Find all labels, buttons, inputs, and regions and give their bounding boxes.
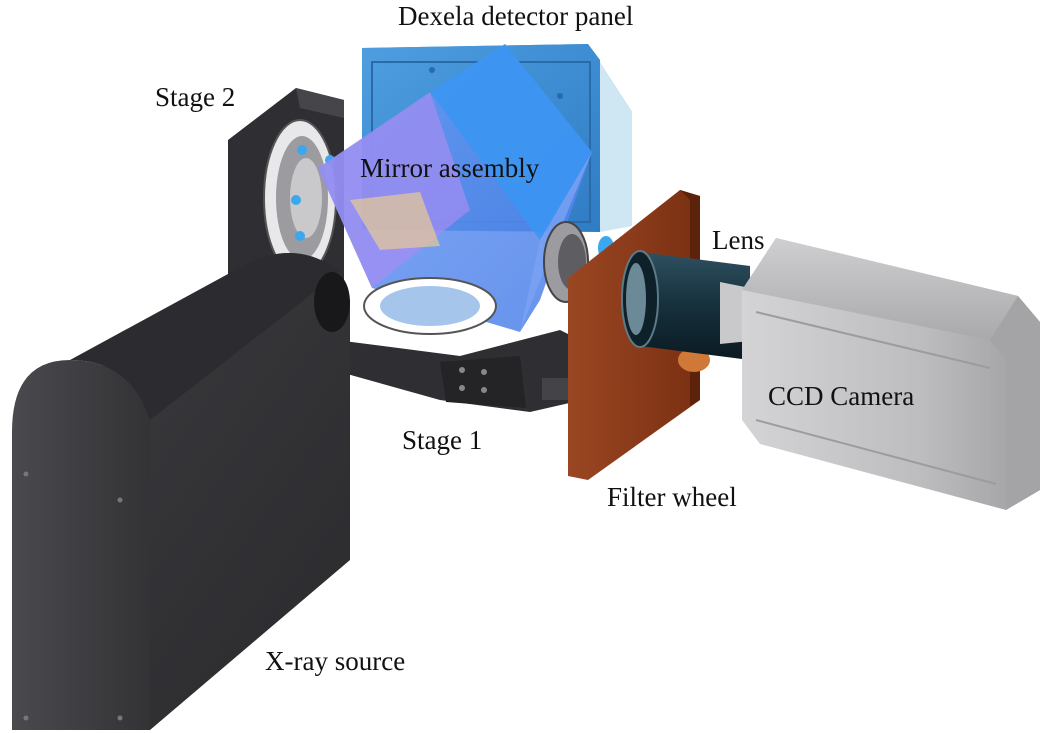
lens	[621, 250, 760, 360]
label-stage-1: Stage 1	[402, 425, 483, 455]
label-filter-wheel: Filter wheel	[607, 482, 737, 512]
label-xray-source: X-ray source	[265, 646, 406, 676]
label-ccd-camera: CCD Camera	[768, 381, 915, 411]
label-dexela-detector-panel: Dexela detector panel	[398, 1, 634, 31]
label-stage-2: Stage 2	[155, 82, 236, 112]
mirror-assembly	[318, 44, 592, 335]
xray-source	[12, 253, 350, 730]
label-lens: Lens	[712, 225, 765, 255]
stage-1	[336, 330, 600, 412]
ccd-camera	[742, 238, 1040, 510]
label-mirror-assembly: Mirror assembly	[360, 153, 540, 183]
